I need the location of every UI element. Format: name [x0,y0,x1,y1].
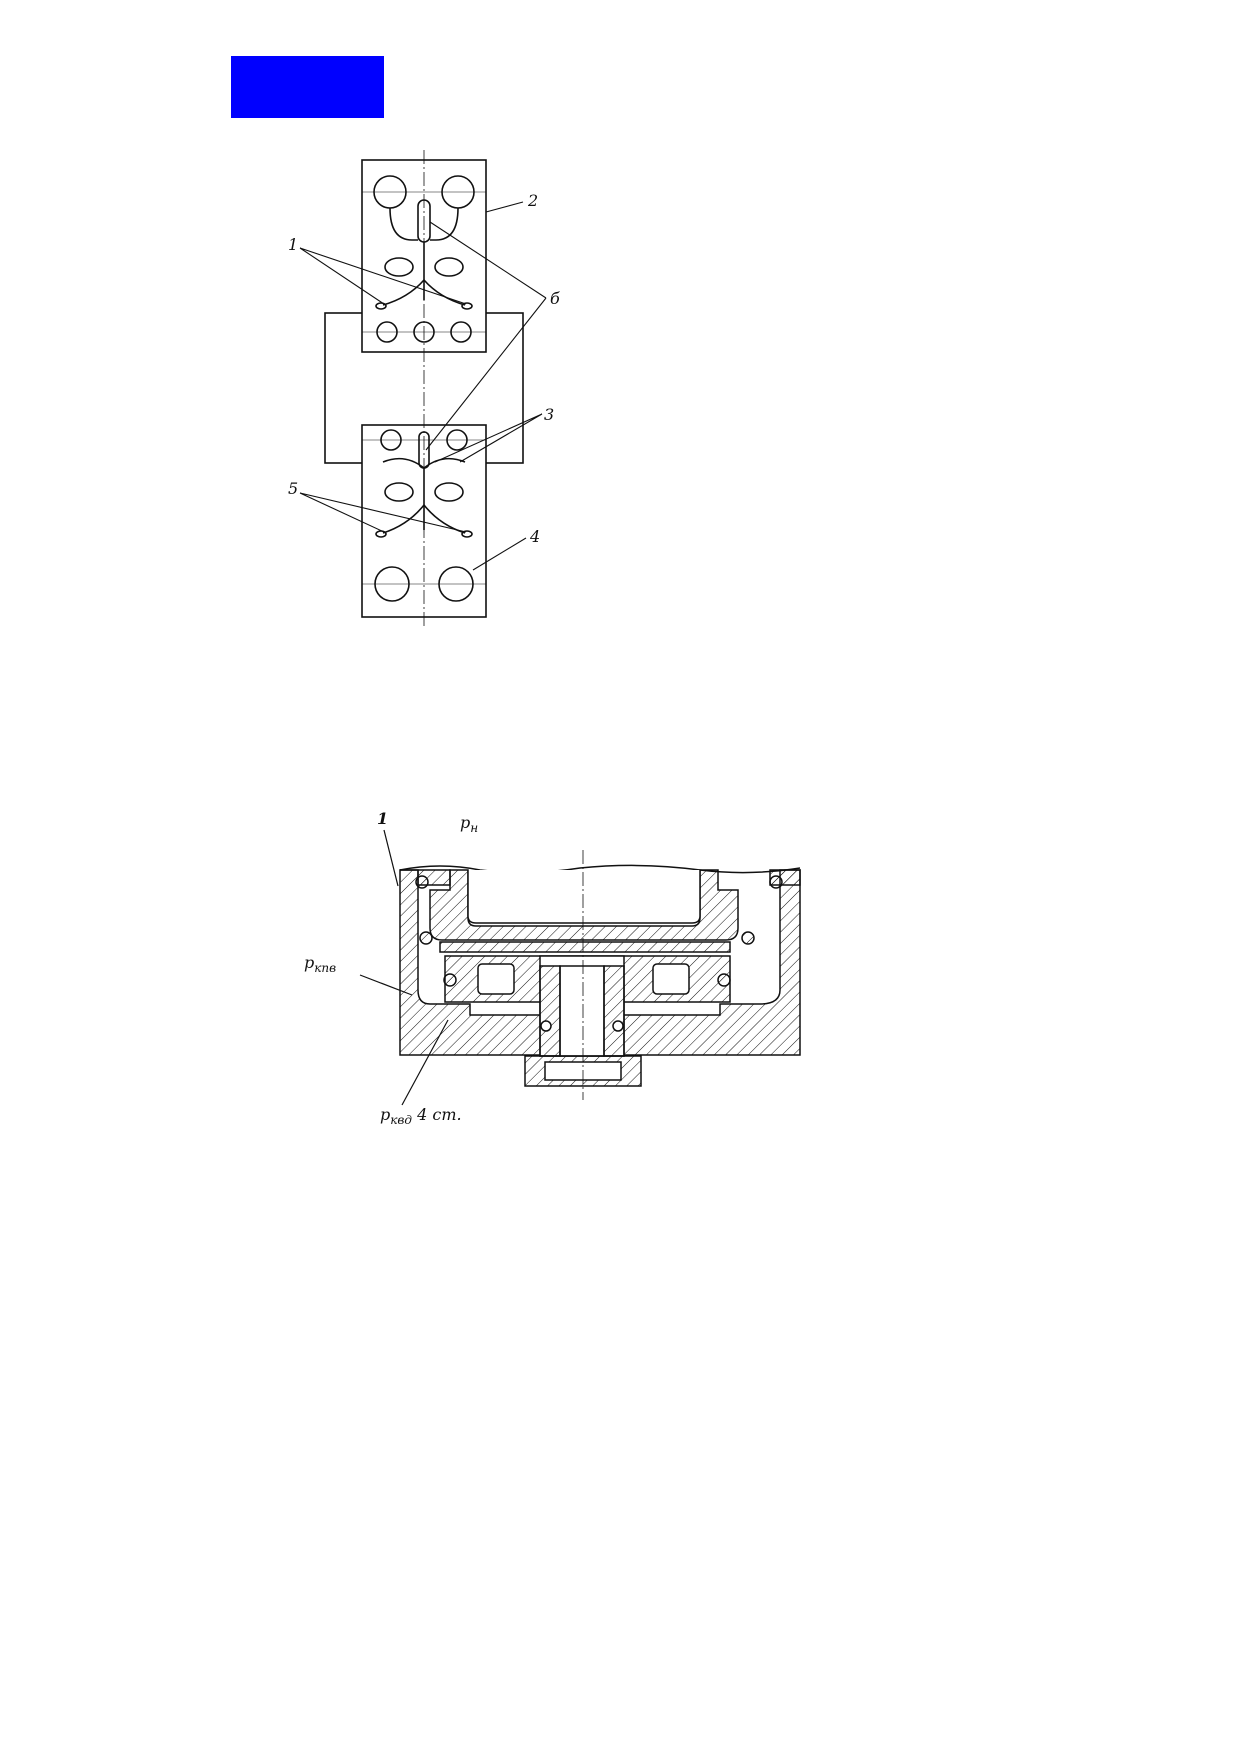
leader-6 [425,221,547,451]
blue-header-block [231,56,384,118]
callout-bottom-1: 1 [377,809,388,828]
leader-2 [485,201,524,213]
callout-5: 5 [288,479,298,498]
leader-1 [299,247,467,305]
callout-1: 1 [288,235,298,254]
callout-3: 3 [544,405,554,424]
callout-6: б [550,289,560,308]
callout-2: 2 [527,191,538,210]
callout-4: 4 [529,527,540,546]
label-p-h: рн [460,813,478,835]
mold-plates-figure: 1 2 б 3 5 4 [288,150,560,628]
label-p-kvd: рквд 4 ст. [380,1105,462,1127]
label-p-kpv: ркпв [304,953,336,975]
leader-3 [434,413,543,463]
leader-bottom-1 [383,829,399,887]
leader-5 [299,492,467,533]
leader-4 [472,537,527,571]
seal-assembly-section: 1 рн ркпв рквд 4 ст. [304,809,801,1127]
leader-p-kvd [401,1019,449,1106]
leader-p-kpv [359,974,413,996]
